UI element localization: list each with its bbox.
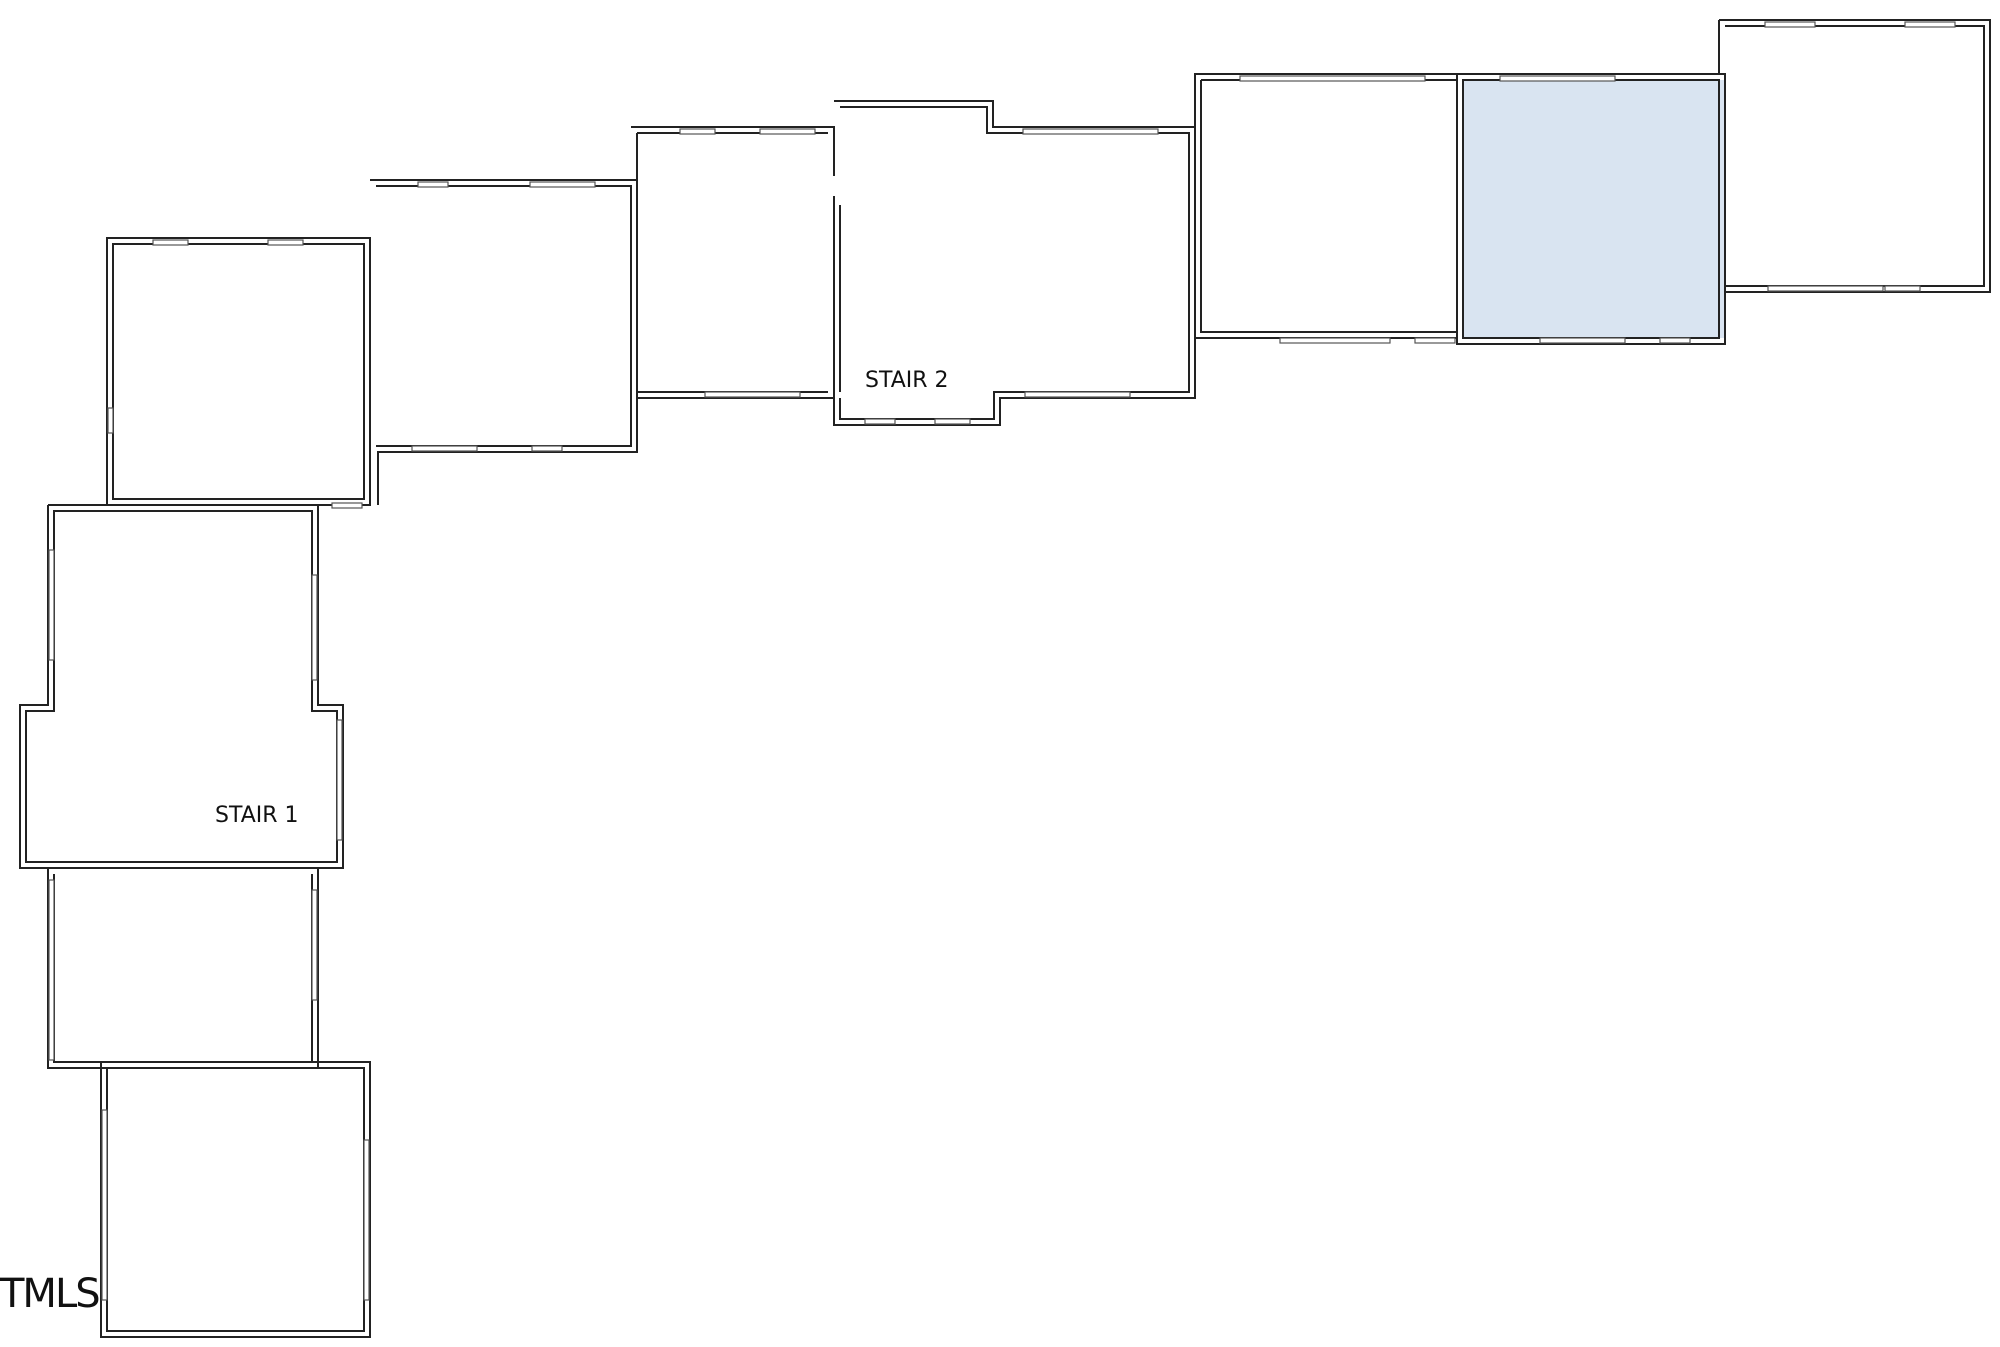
room-bottom (100, 1061, 371, 1338)
highlighted-room[interactable] (1463, 80, 1725, 338)
stair-2-label: STAIR 2 (865, 368, 949, 393)
watermark-logo: TMLS (0, 1271, 99, 1317)
room-b (370, 179, 638, 505)
room-9 (1718, 19, 1991, 344)
stair-1-label: STAIR 1 (215, 803, 299, 828)
room-a (106, 237, 371, 506)
stair-1-room (19, 504, 344, 869)
windows (48, 21, 1956, 1301)
room-c (631, 126, 835, 452)
room-lower (47, 868, 319, 1069)
room-7 (1194, 73, 1458, 339)
